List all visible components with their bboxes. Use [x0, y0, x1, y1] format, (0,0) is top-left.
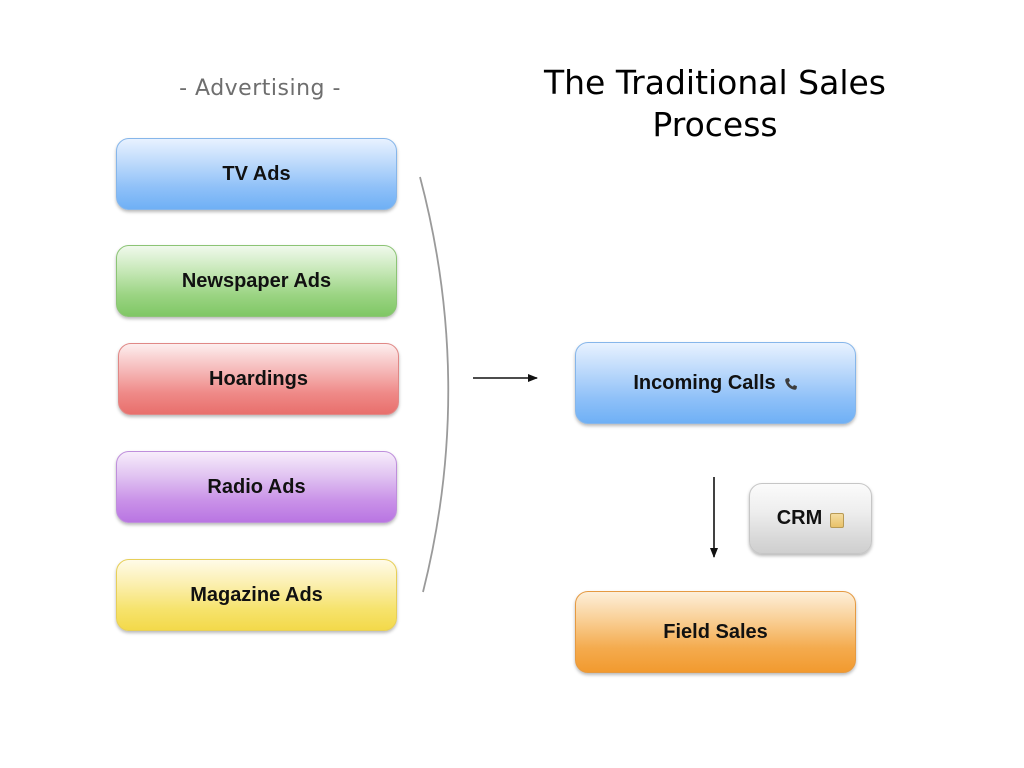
- phone-icon: [784, 372, 798, 395]
- crm-box: CRM: [749, 483, 872, 554]
- crm-label: CRM: [776, 507, 823, 529]
- slide-title: The Traditional Sales Process: [543, 63, 886, 144]
- radio-ads-label: Radio Ads: [207, 475, 306, 498]
- incoming-calls-label: Incoming Calls: [633, 371, 776, 394]
- incoming-calls-box: Incoming Calls: [575, 342, 856, 424]
- field-sales-box: Field Sales: [575, 591, 856, 673]
- hoardings-box: Hoardings: [118, 343, 399, 415]
- field-sales-label: Field Sales: [663, 620, 768, 643]
- notebook-icon: [830, 513, 845, 528]
- hoardings-label: Hoardings: [209, 367, 308, 390]
- tv-ads-label: TV Ads: [222, 162, 291, 185]
- newspaper-ads-box: Newspaper Ads: [116, 245, 397, 317]
- newspaper-ads-label: Newspaper Ads: [181, 269, 332, 292]
- tv-ads-box: TV Ads: [116, 138, 397, 210]
- advertising-bracket: [419, 176, 450, 593]
- advertising-section-label: - Advertising -: [179, 76, 341, 101]
- radio-ads-box: Radio Ads: [116, 451, 397, 523]
- magazine-ads-box: Magazine Ads: [116, 559, 397, 631]
- magazine-ads-label: Magazine Ads: [190, 583, 323, 606]
